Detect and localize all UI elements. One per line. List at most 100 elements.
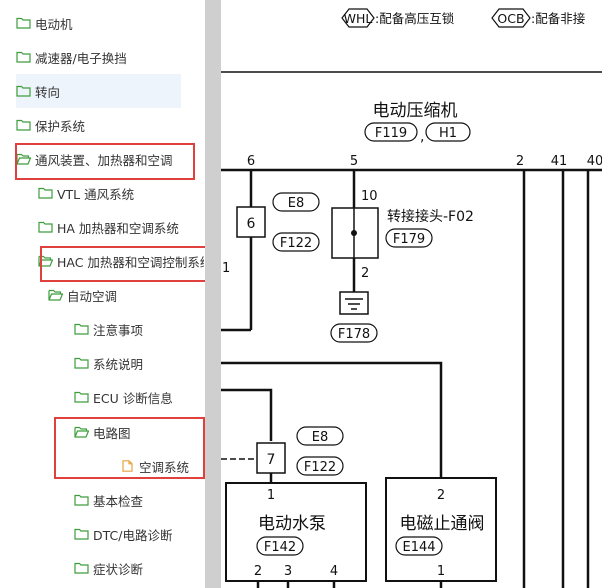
inline-connector-7-pin: 7	[267, 452, 276, 468]
tree-item-label: 保护系统	[35, 118, 86, 134]
tree-item-label: DTC/电路诊断	[93, 527, 173, 543]
folder-open-icon	[74, 426, 89, 438]
water-pump-title: 电动水泵	[258, 514, 326, 534]
compressor-connector-2-tag	[425, 122, 471, 142]
water-pump-connector-tag	[256, 536, 304, 556]
tree-item-label: 自动空调	[67, 288, 118, 304]
inline-connector-7	[256, 442, 286, 474]
tree-item-ecu-diagnosis[interactable]: ECU 诊断信息	[74, 380, 202, 414]
connector-tag-e8-2-label: E8	[312, 430, 329, 445]
folder-open-icon	[38, 255, 53, 267]
folder-closed-icon	[74, 494, 89, 506]
tree-item-reducer-shift[interactable]: 减速器/电子换挡	[16, 40, 186, 74]
tree-item-wiring-diagram[interactable]: 电路图	[74, 415, 199, 449]
folder-closed-icon	[74, 357, 89, 369]
connector-tag-f122-2	[296, 456, 344, 476]
connector-tag-f122	[272, 232, 320, 252]
tree-item-label: 电动机	[35, 16, 73, 32]
folder-closed-icon	[74, 528, 89, 540]
right-bus-wires	[522, 170, 590, 588]
navigation-tree: 电动机 减速器/电子换挡 转向 保护系统 通风装置、加热器和空调 VTL 通风系…	[0, 0, 208, 588]
side-pin-label: 1	[222, 261, 230, 276]
legend-ocb: OCB :配备非接	[491, 8, 586, 28]
connector-tag-e8-2	[296, 426, 344, 446]
compressor-connector-2-label: H1	[439, 126, 457, 141]
legend-whl: WHL :配备高压互锁	[341, 8, 455, 28]
bus-pin-40: 40	[587, 154, 602, 169]
sidebar-splitter[interactable]	[205, 0, 221, 588]
joint-connector-tag-label: F179	[393, 232, 425, 247]
inline-connector-6	[236, 206, 266, 238]
folder-open-icon	[16, 153, 31, 165]
compressor-title: 电动压缩机	[373, 101, 458, 121]
ground-connector-tag-label: F178	[338, 327, 370, 342]
tree-item-auto-ac[interactable]: 自动空调	[48, 278, 198, 312]
solenoid-valve-title: 电磁止通阀	[400, 514, 485, 534]
tree-item-label: 电路图	[93, 425, 131, 441]
tree-item-basic-inspection[interactable]: 基本检查	[74, 483, 199, 517]
tree-item-hac-control-system[interactable]: HAC 加热器和空调控制系统	[38, 244, 204, 278]
tree-item-label: HAC 加热器和空调控制系统	[57, 254, 204, 270]
folder-closed-icon	[74, 562, 89, 574]
solenoid-valve-box	[385, 477, 497, 582]
tree-item-system-description[interactable]: 系统说明	[74, 346, 199, 380]
tree-item-vtl-ventilation[interactable]: VTL 通风系统	[38, 176, 198, 210]
legend-ocb-text: :配备非接	[531, 11, 586, 26]
solenoid-valve-connector-label: E144	[402, 540, 435, 555]
wire-pin6	[221, 170, 253, 332]
tree-item-ha-heater-ac[interactable]: HA 加热器和空调系统	[38, 210, 203, 244]
bus-pin-2: 2	[516, 154, 524, 169]
compressor-separator: ,	[420, 129, 424, 145]
ground-connector-tag	[330, 323, 378, 343]
bus-pin-41: 41	[551, 154, 568, 169]
inline-connector-6-pin: 6	[247, 216, 256, 232]
solenoid-valve-pin-top: 2	[437, 488, 445, 503]
joint-connector-tag	[385, 228, 433, 248]
tree-item-precautions[interactable]: 注意事项	[74, 312, 199, 346]
legend-whl-text: :配备高压互锁	[375, 11, 455, 26]
tree-item-steering[interactable]: 转向	[16, 74, 181, 108]
compressor-connector-1-label: F119	[375, 126, 407, 141]
folder-closed-icon	[16, 51, 31, 63]
tree-item-label: 系统说明	[93, 356, 144, 372]
folder-closed-icon	[16, 119, 31, 131]
connector-tag-e8	[272, 192, 320, 212]
folder-closed-icon	[38, 221, 53, 233]
tree-item-symptom-diagnosis[interactable]: 症状诊断	[74, 551, 199, 585]
connector-tag-f122-label: F122	[280, 236, 312, 251]
joint-connector-label: 转接接头-F02	[387, 208, 474, 225]
joint-node-dot	[351, 230, 357, 236]
water-pump-pin: 4	[330, 564, 338, 579]
tree-item-motor[interactable]: 电动机	[16, 6, 186, 40]
tree-item-ac-system[interactable]: 空调系统	[120, 449, 202, 483]
solenoid-valve-pin-bottom: 1	[437, 564, 445, 579]
tree-item-protection-system[interactable]: 保护系统	[16, 108, 186, 142]
tree-item-label: 基本检查	[93, 493, 144, 509]
folder-open-icon	[48, 289, 63, 301]
tree-item-label: VTL 通风系统	[57, 186, 135, 202]
connector-tag-e8-label: E8	[288, 196, 305, 211]
water-pump-box	[225, 482, 367, 582]
water-pump-pin-top: 1	[267, 488, 275, 503]
folder-closed-icon	[16, 17, 31, 29]
wiring-diagram-view[interactable]: WHL :配备高压互锁 OCB :配备非接 电动压缩机 F119 , H1 6 …	[221, 0, 602, 588]
tree-item-dtc-circuit-diagnosis[interactable]: DTC/电路诊断	[74, 517, 202, 551]
legend-whl-tag: WHL	[344, 11, 373, 26]
water-pump-connector-label: F142	[264, 540, 296, 555]
folder-closed-icon	[74, 391, 89, 403]
tree-item-label: 注意事项	[93, 322, 144, 338]
water-pump-pin: 2	[254, 564, 262, 579]
bus-pin-5: 5	[350, 154, 358, 169]
folder-closed-icon	[16, 85, 31, 97]
tree-item-label: 空调系统	[139, 459, 190, 475]
joint-pin-bottom: 2	[361, 266, 369, 281]
ground-symbol-icon	[339, 291, 369, 315]
joint-pin-top: 10	[361, 189, 378, 204]
compressor-connector-1-tag	[364, 122, 418, 142]
tree-item-hvac[interactable]: 通风装置、加热器和空调	[16, 142, 194, 176]
folder-closed-icon	[74, 323, 89, 335]
bus-pin-6: 6	[247, 154, 255, 169]
tree-item-label: 通风装置、加热器和空调	[35, 152, 173, 168]
lower-wires	[221, 361, 443, 588]
folder-closed-icon	[38, 187, 53, 199]
